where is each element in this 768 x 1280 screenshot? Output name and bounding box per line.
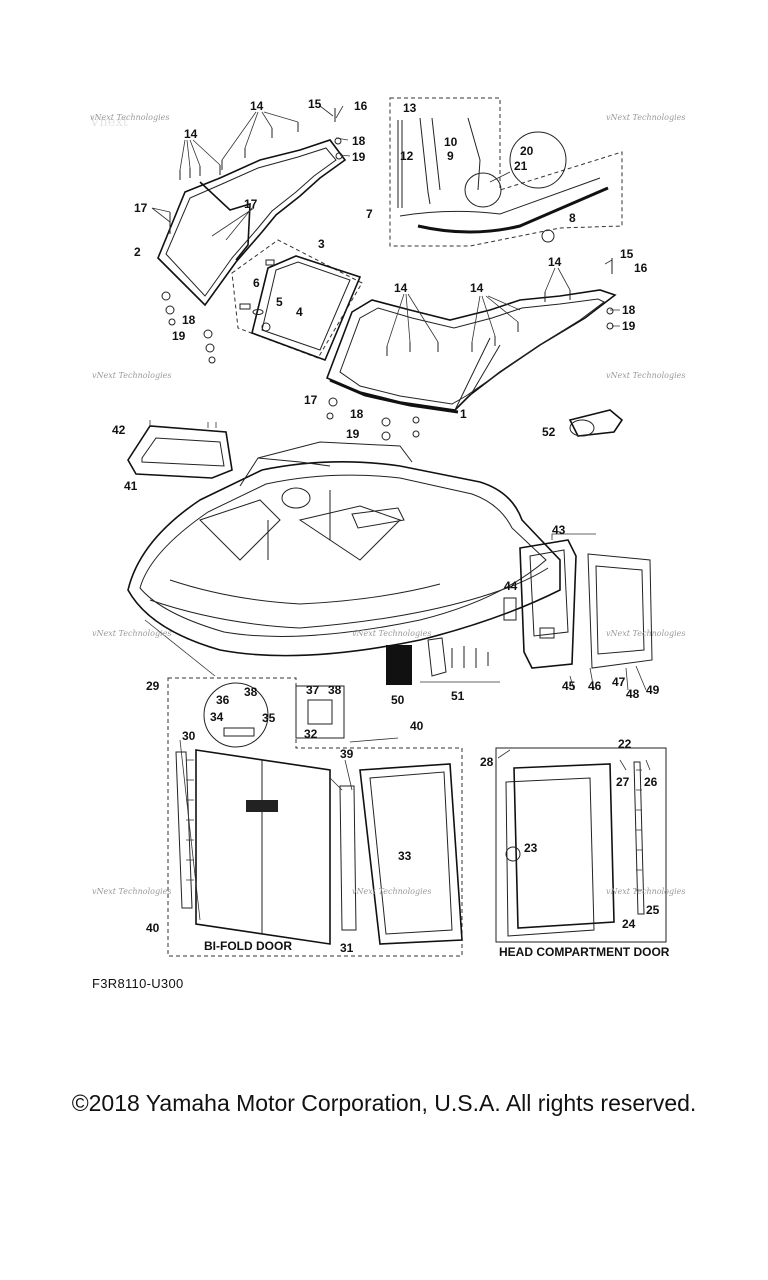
part-label: 17 [304,393,318,407]
part-label: 42 [112,423,126,437]
part-label: 1 [460,407,467,421]
part-label: 47 [612,675,626,689]
part-label: 14 [394,281,408,295]
part-label: 25 [646,903,660,917]
bifold-door-group [167,677,463,957]
part-label: 32 [304,727,318,741]
part-43-side-compartment [503,533,653,691]
part-label: 22 [618,737,632,751]
part-label: 14 [548,255,562,269]
part-label: 14 [250,99,264,113]
part-label: 30 [182,729,196,743]
copyright-notice: ©2018 Yamaha Motor Corporation, U.S.A. A… [71,1090,697,1116]
part-label: 3 [318,237,325,251]
part-number-labels: 14 14 15 16 18 19 13 12 10 9 20 21 7 8 1… [112,97,660,955]
watermark-text: vNext Technologies [606,371,685,380]
part-label: 18 [352,134,366,148]
part-label: 19 [172,329,186,343]
part-label: 51 [451,689,465,703]
watermark-text: vNext Technologies [352,887,431,896]
bifold-door-caption: BI-FOLD DOOR [204,939,292,953]
watermark-text: vNext Technologies [606,629,685,638]
part-label: 39 [340,747,354,761]
boat-hull [127,441,561,677]
part-label: 38 [328,683,342,697]
part-label: 46 [588,679,602,693]
watermarks: Vnext vNext Technologies vNext Technolog… [89,113,685,896]
watermark-text: vNext Technologies [92,371,171,380]
part-label: 24 [622,917,636,931]
part-label: 9 [447,149,454,163]
part-label: 49 [646,683,660,697]
part-label: 44 [504,579,518,593]
part-label: 17 [244,197,258,211]
part-label: 16 [354,99,368,113]
part-label: 8 [569,211,576,225]
part-label: 35 [262,711,276,725]
part-label: 43 [552,523,566,537]
part-label: 4 [296,305,303,319]
part-41-storage-box [127,420,233,479]
part-label: 12 [400,149,414,163]
part-label: 19 [352,150,366,164]
part-label: 28 [480,755,494,769]
part-label: 50 [391,693,405,707]
part-label: 23 [524,841,538,855]
part-label: 29 [146,679,160,693]
part-label: 18 [622,303,636,317]
parts-diagram: Vnext vNext Technologies vNext Technolog… [89,97,685,959]
part-label: 41 [124,479,138,493]
part-label: 18 [182,313,196,327]
part-label: 34 [210,710,224,724]
part-label: 19 [346,427,360,441]
part-label: 36 [216,693,230,707]
part-52-cover [568,409,624,437]
part-label: 15 [308,97,322,111]
part-label: 2 [134,245,141,259]
part-label: 31 [340,941,354,955]
part-label: 10 [444,135,458,149]
parts-50-51-accessories [386,637,500,685]
rail-callout-group [389,97,623,247]
part-label: 18 [350,407,364,421]
head-compartment-door-caption: HEAD COMPARTMENT DOOR [499,945,670,959]
watermark-bg: Vnext [89,115,129,130]
diagram-reference-code: F3R8110-U300 [92,976,184,991]
part-label: 37 [306,683,320,697]
watermark-text: vNext Technologies [606,887,685,896]
watermark-text: vNext Technologies [606,113,685,122]
watermark-text: vNext Technologies [90,113,169,122]
part-label: 6 [253,276,260,290]
part-label: 48 [626,687,640,701]
part-label: 40 [146,921,160,935]
windshield-frame-assembly [151,105,620,441]
part-label: 17 [134,201,148,215]
head-compartment-door-group [495,747,667,943]
part-label: 14 [470,281,484,295]
part-label: 7 [366,207,373,221]
watermark-text: vNext Technologies [352,629,431,638]
watermark-text: vNext Technologies [92,629,171,638]
part-label: 20 [520,144,534,158]
part-label: 45 [562,679,576,693]
part-label: 38 [244,685,258,699]
part-label: 27 [616,775,630,789]
part-label: 21 [514,159,528,173]
part-label: 13 [403,101,417,115]
part-label: 5 [276,295,283,309]
part-label: 14 [184,127,198,141]
part-label: 33 [398,849,412,863]
part-label: 15 [620,247,634,261]
part-label: 52 [542,425,556,439]
part-label: 26 [644,775,658,789]
part-label: 40 [410,719,424,733]
watermark-text: vNext Technologies [92,887,171,896]
part-label: 19 [622,319,636,333]
part-label: 16 [634,261,648,275]
